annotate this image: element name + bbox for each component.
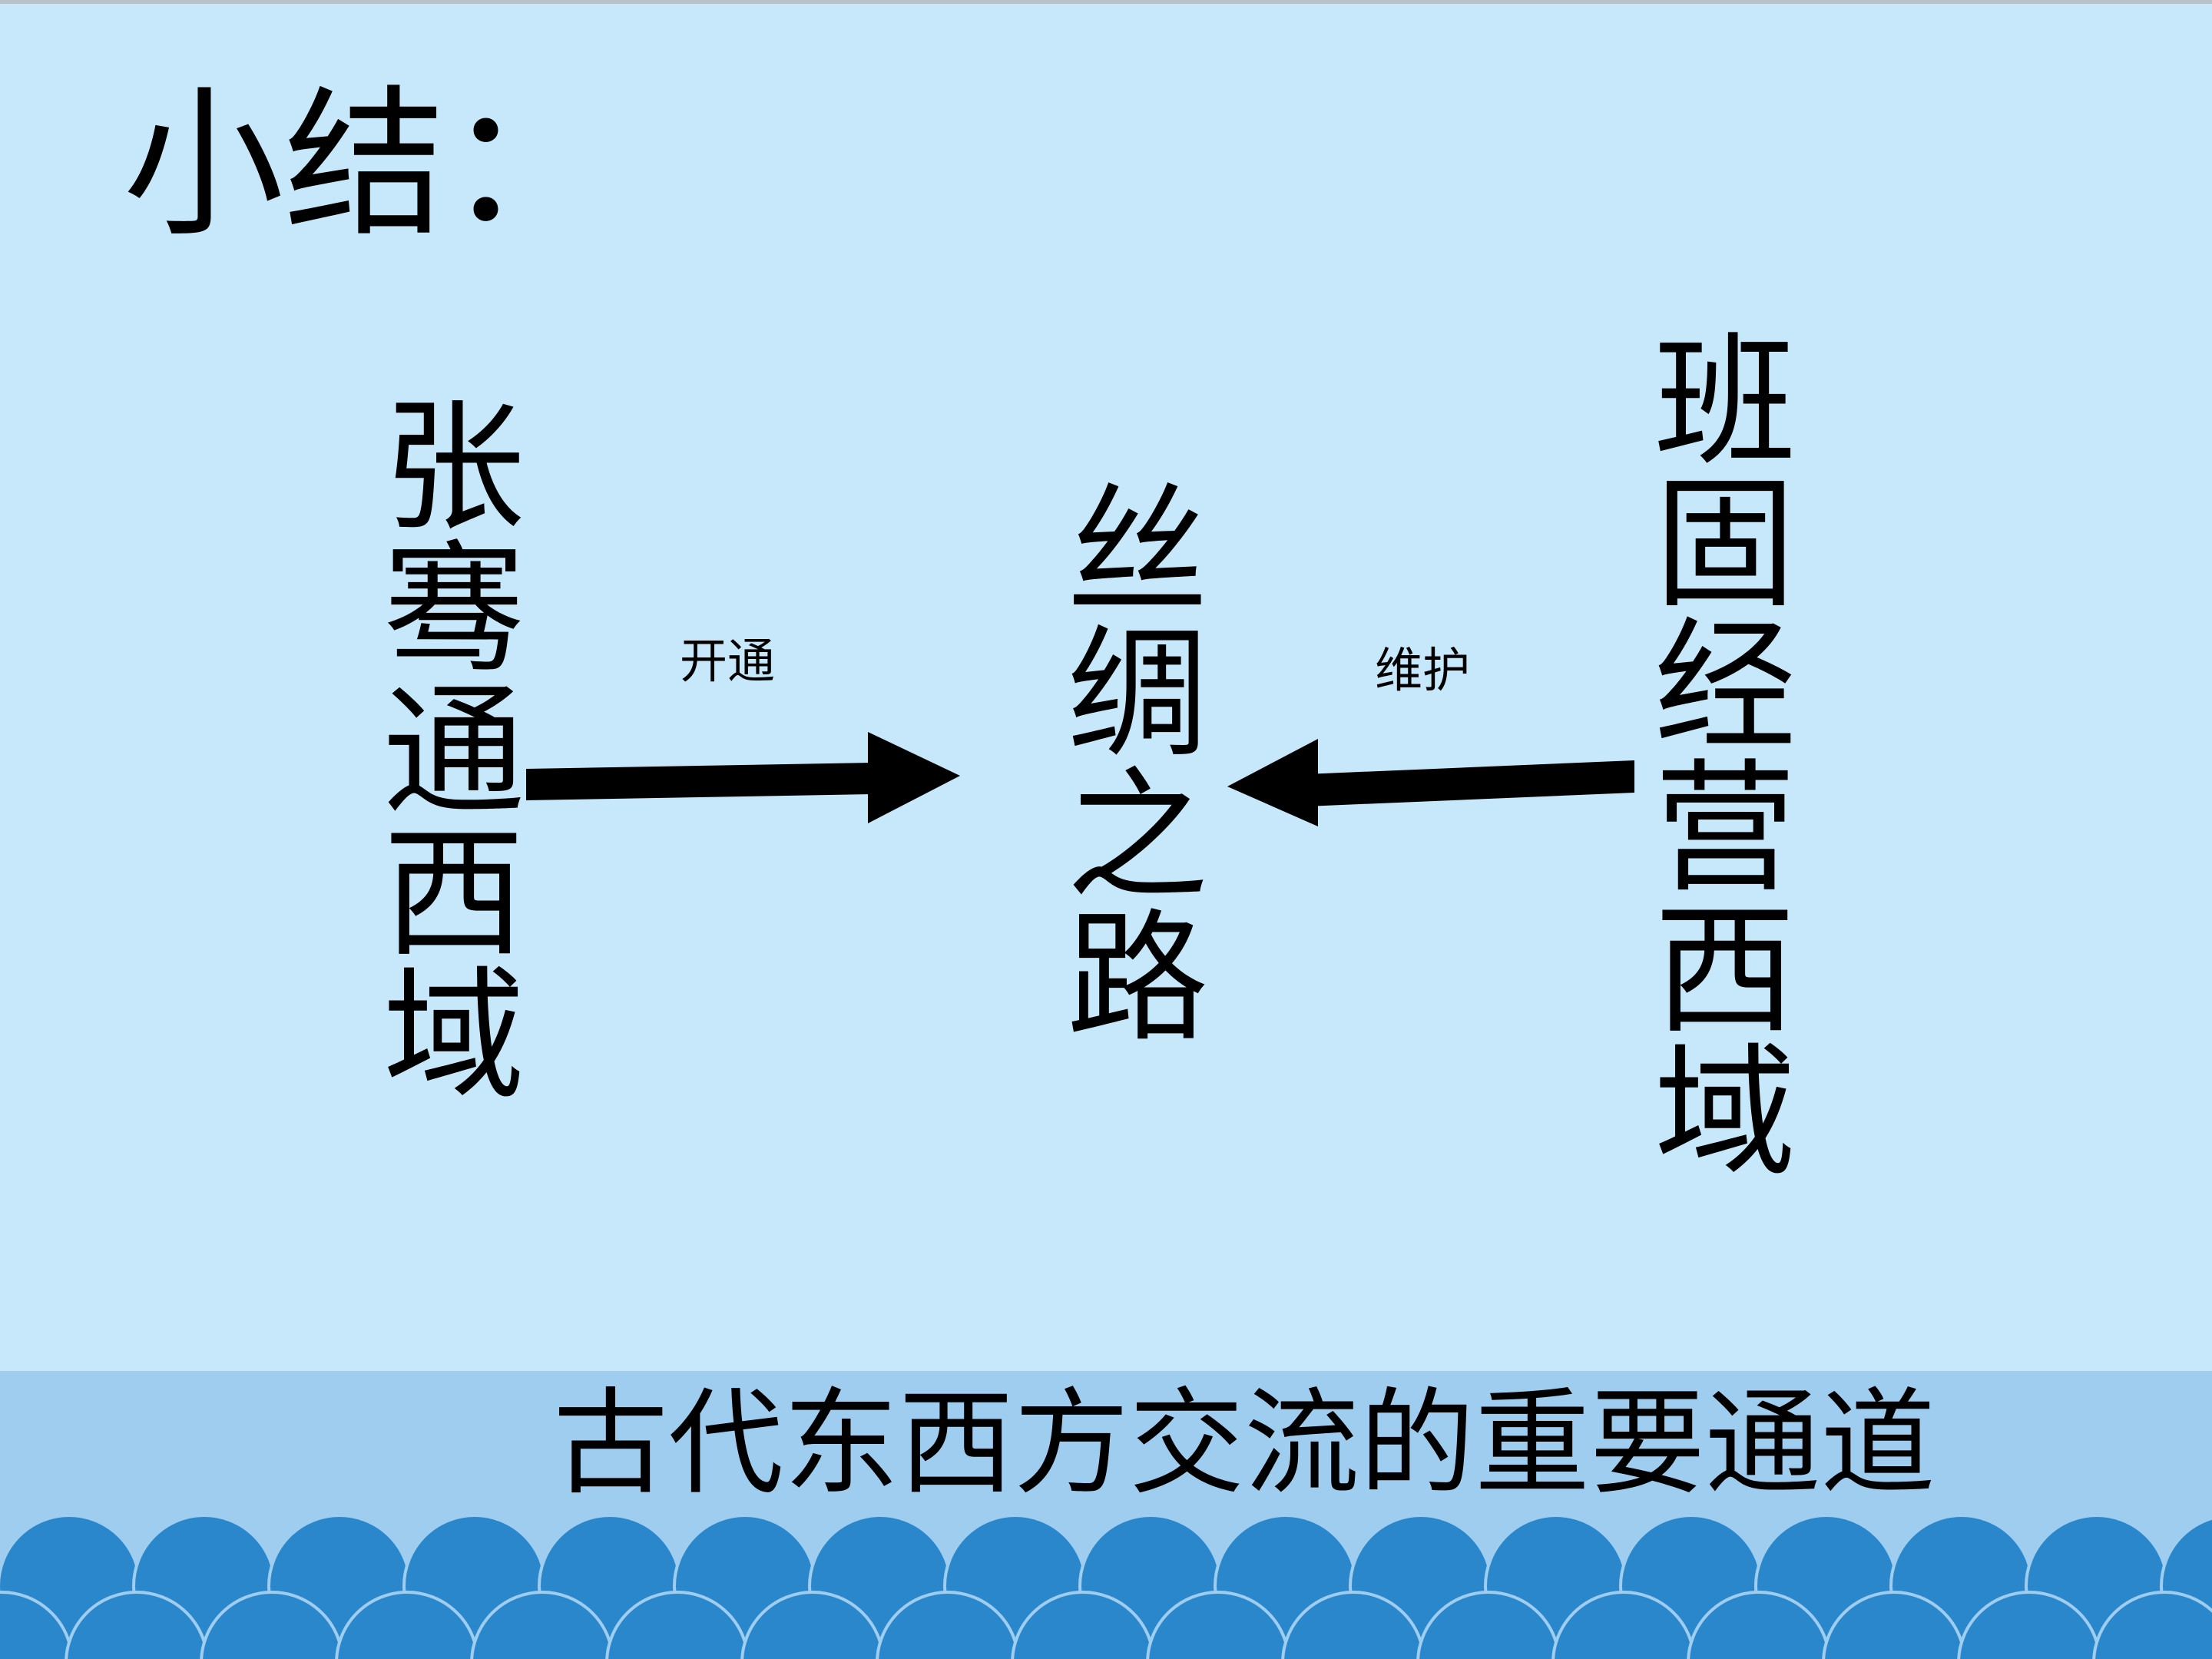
left-arrow-head: [868, 732, 960, 823]
left-to-center-arrow: [526, 732, 960, 823]
slide-title: 小结：: [123, 71, 608, 259]
wave-scallop: [470, 1591, 614, 1659]
wave-scallop: [200, 1591, 344, 1659]
wave-scallop: [1957, 1591, 2101, 1659]
wave-pattern: [0, 1514, 2212, 1659]
center-vertical-text: 丝绸之路: [1042, 476, 1208, 1045]
wave-scallop: [65, 1591, 209, 1659]
right-arrow-shaft: [1306, 760, 1634, 806]
wave-scallop: [1822, 1591, 1966, 1659]
wave-scallop: [335, 1591, 479, 1659]
wave-scallop: [1416, 1591, 1561, 1659]
right-arrow-head: [1227, 739, 1318, 826]
wave-scallop: [1687, 1591, 1831, 1659]
wave-scallop: [876, 1591, 1020, 1659]
left-arrow-label: 开通: [680, 633, 776, 689]
wave-scallop: [0, 1591, 74, 1659]
wave-scallop: [1011, 1591, 1155, 1659]
left-arrow-shaft: [526, 763, 872, 800]
wave-scallop: [740, 1591, 885, 1659]
right-to-center-arrow: [1227, 739, 1634, 826]
slide-top-edge: [0, 0, 2212, 4]
wave-scallop: [1281, 1591, 1426, 1659]
wave-scallop: [1146, 1591, 1290, 1659]
right-vertical-text: 班固经营西域: [1630, 326, 1796, 1179]
wave-scallop: [2092, 1591, 2212, 1659]
right-arrow-label: 维护: [1375, 642, 1471, 698]
left-vertical-text: 张骞通西域: [359, 392, 525, 1102]
wave-scallop: [605, 1591, 750, 1659]
footer-text: 古代东西方交流的重要通道: [553, 1377, 1936, 1511]
wave-scallop: [1551, 1591, 1696, 1659]
